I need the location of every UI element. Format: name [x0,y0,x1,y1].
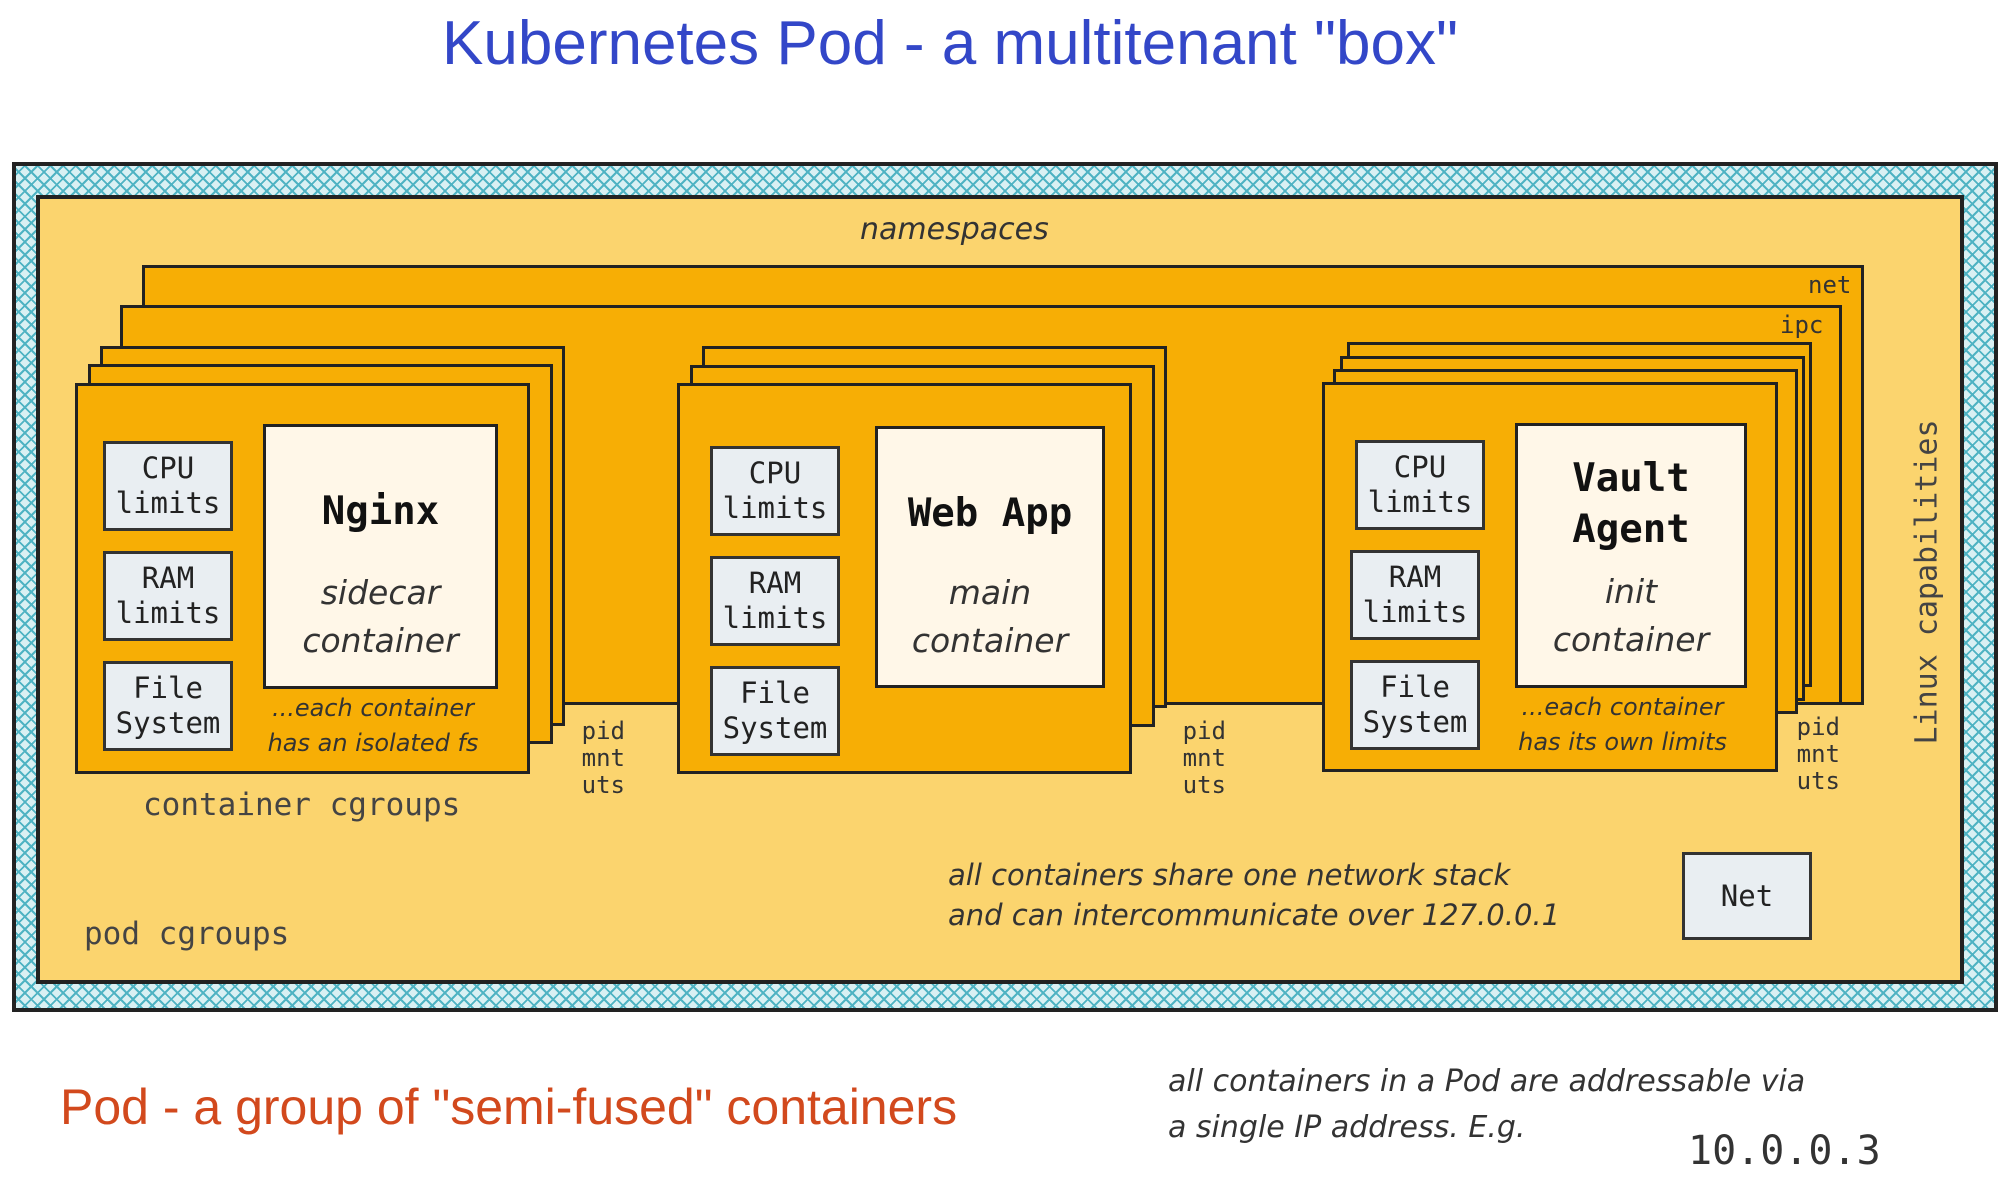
network-note-line1: all containers share one network stack [948,858,1511,892]
container-2-role: main container [911,573,1069,660]
container-2-file-system: File System [710,666,840,756]
container-1-note: ...each container has an isolated fs [267,694,479,757]
container-1-name: Nginx [321,489,440,534]
container-cgroups-label: container cgroups [143,787,461,823]
container-1-file-system: File System [103,661,233,751]
diagram-subtitle: Pod - a group of "semi-fused" containers [60,1079,958,1135]
container-1-role: sidecar container [302,573,459,660]
linux-capabilities-label: Linux capabilities [1909,419,1945,745]
pod-cgroups-label: pod cgroups [84,916,290,952]
ip-address: 10.0.0.3 [1688,1128,1881,1174]
namespace-net-label: net [1808,271,1852,299]
ip-note-line2: a single IP address. E.g. [1168,1110,1526,1145]
container-3-ns-labels: pid mnt uts [1796,713,1840,795]
container-1-ns-labels: pid mnt uts [581,717,625,799]
container-2-name: Web App [907,491,1073,536]
container-3-role: init container [1552,572,1710,659]
net-box: Net [1682,852,1812,940]
container-1-cpu-limits: CPU limits [103,441,233,531]
container-2-ns-labels: pid mnt uts [1182,717,1226,799]
container-3-note: ...each container has its own limits [1518,693,1727,756]
container-3-card: CPU limits RAM limits File System Vault … [1322,382,1778,772]
container-2-card: CPU limits RAM limits File System Web Ap… [677,383,1132,774]
container-3-file-system: File System [1350,660,1480,750]
container-2-ram-limits: RAM limits [710,556,840,646]
namespaces-label: namespaces [860,212,1049,247]
container-3-ram-limits: RAM limits [1350,550,1480,640]
container-2-box: Web App main container [875,426,1105,688]
container-1-card: CPU limits RAM limits File System Nginx … [75,383,530,774]
network-note-line2: and can intercommunicate over 127.0.0.1 [948,898,1561,932]
diagram-title: Kubernetes Pod - a multitenant "box" [442,9,1458,78]
ip-note-line1: all containers in a Pod are addressable … [1168,1064,1806,1099]
container-1-box: Nginx sidecar container [263,424,498,689]
container-3-cpu-limits: CPU limits [1355,440,1485,530]
namespace-ipc-label: ipc [1780,311,1824,339]
container-2-cpu-limits: CPU limits [710,446,840,536]
container-3-box: Vault Agent init container [1515,423,1747,688]
container-3-name: Vault Agent [1572,456,1690,552]
container-1-ram-limits: RAM limits [103,551,233,641]
